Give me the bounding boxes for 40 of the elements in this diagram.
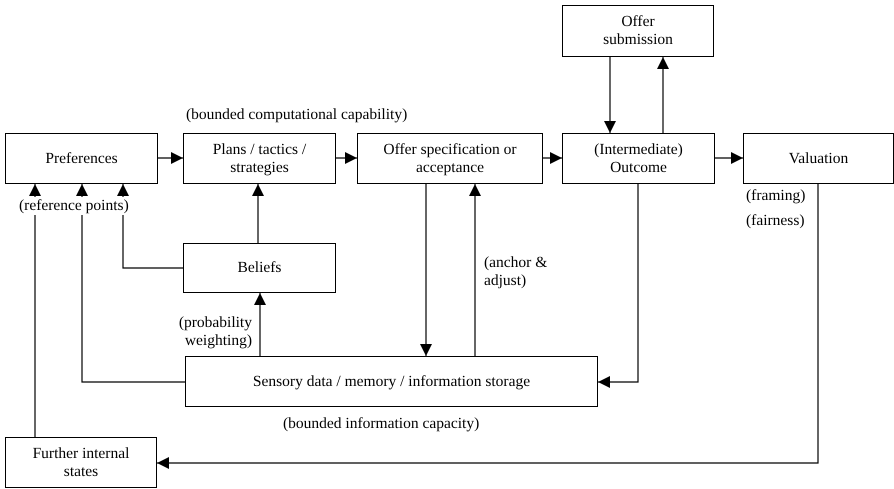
arrow [715, 152, 743, 164]
process-box [743, 133, 894, 184]
box-label: Valuation [788, 150, 848, 168]
box-label: Offer submission [602, 13, 674, 49]
arrow [598, 184, 639, 388]
process-box [5, 133, 158, 184]
annotation: (framing) [746, 187, 806, 205]
process-box [562, 5, 714, 57]
box-label: Plans / tactics / strategies [212, 140, 308, 176]
box-label: Preferences [45, 150, 118, 168]
arrow [158, 152, 183, 164]
arrow [336, 152, 357, 164]
edge-label: (probability weighting) [178, 314, 252, 350]
process-box [183, 133, 336, 184]
arrow [420, 184, 432, 356]
annotation: (bounded information capacity) [283, 415, 480, 433]
arrow [657, 57, 669, 133]
annotation: (fairness) [746, 212, 805, 230]
arrow [469, 184, 481, 356]
box-label: Offer specification or acceptance [382, 140, 518, 176]
annotation: (bounded computational capability) [185, 106, 408, 124]
process-box [357, 133, 543, 184]
arrow [252, 184, 264, 243]
arrow [117, 184, 183, 269]
arrow [543, 152, 562, 164]
box-label: Beliefs [238, 259, 282, 277]
arrow [29, 184, 41, 437]
arrow [254, 293, 266, 356]
box-label: Sensory data / memory / information storage [252, 372, 530, 390]
box-label: (Intermediate) Outcome [593, 140, 684, 176]
process-box [183, 243, 336, 293]
edge-label: (anchor & adjust) [484, 254, 548, 290]
box-label: Further internal states [32, 444, 130, 480]
arrow [604, 57, 616, 133]
process-box [5, 437, 157, 488]
annotation: (reference points) [18, 197, 130, 215]
process-box [185, 356, 598, 407]
process-box [562, 133, 715, 184]
arrow [76, 184, 185, 383]
arrow [157, 184, 819, 469]
